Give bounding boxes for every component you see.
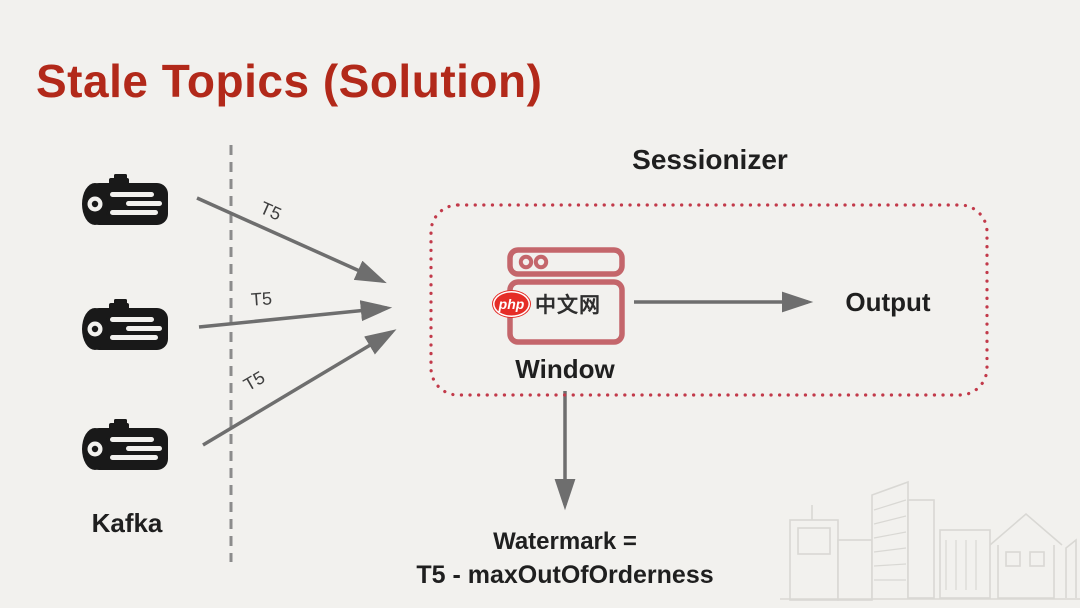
php-logo-icon: php xyxy=(493,291,530,317)
watermark-formula-line1: Watermark = xyxy=(493,528,637,555)
site-watermark: php 中文网 xyxy=(493,289,601,319)
page-title: Stale Topics (Solution) xyxy=(36,55,543,107)
kafka-topic-icon-2 xyxy=(82,299,168,350)
arrow-topic-2 xyxy=(198,300,393,329)
sessionizer-title: Sessionizer xyxy=(632,144,788,175)
kafka-topic-icon-3 xyxy=(82,419,168,470)
arrow-topic-3 xyxy=(202,329,397,447)
sessionizer-dotted-box xyxy=(429,203,989,397)
watermark-formula-line2: T5 - maxOutOfOrderness xyxy=(416,561,714,589)
topic-arrows xyxy=(196,196,814,511)
site-watermark-text: 中文网 xyxy=(535,294,601,317)
kafka-label: Kafka xyxy=(91,508,163,538)
topic-label-t5-2: T5 xyxy=(250,288,273,310)
kafka-topic-icon-1 xyxy=(82,174,168,225)
arrow-topic-1 xyxy=(196,196,387,284)
output-label: Output xyxy=(845,287,931,317)
window-label: Window xyxy=(515,354,615,384)
